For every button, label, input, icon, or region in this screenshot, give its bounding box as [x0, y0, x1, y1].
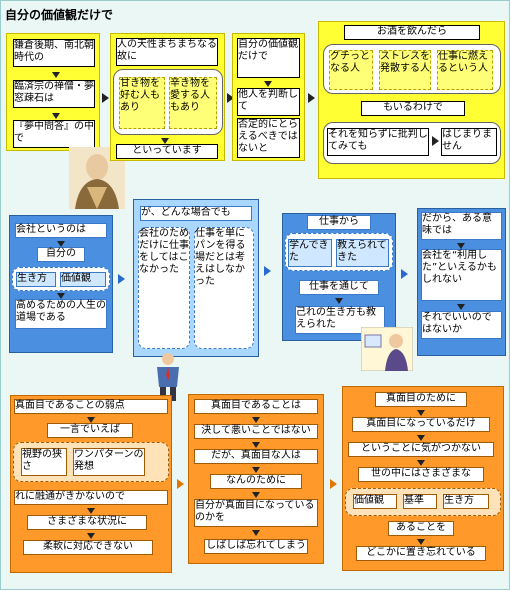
arrow-down-icon	[417, 435, 425, 441]
arrow-right-icon	[264, 266, 271, 276]
arrow-down-icon	[457, 304, 465, 310]
tag-standard: 基準	[403, 494, 437, 509]
label-self: 自分の	[37, 247, 85, 262]
tag-lifestyle: 生き方	[443, 494, 489, 509]
arrow-right-icon	[118, 274, 125, 284]
arrow-down-icon	[52, 72, 60, 78]
label-muchu: 『夢中問答』の中で	[13, 120, 95, 148]
label-judge: 他人を判断して	[237, 88, 300, 116]
label-however: が、どんな場合でも	[140, 206, 252, 221]
label-not-bad: 決して悪いことではない	[194, 424, 318, 439]
label-one-pattern: ワンパターンの発想	[73, 448, 145, 476]
label-rinzai: 臨済宗の禅僧・夢窓疎石は	[13, 80, 95, 108]
arrow-down-icon	[252, 530, 260, 536]
label-forget: しばしば忘れてしまう	[204, 539, 308, 554]
label-through-work: 仕事を通じて	[299, 280, 379, 295]
arrow-down-icon	[264, 81, 272, 87]
label-stress: ストレスを発散する人	[379, 50, 431, 90]
label-grumble: グチっとなる人	[329, 50, 373, 90]
arrow-down-icon	[161, 138, 169, 144]
label-own-values: 自分の価値観だけで	[237, 38, 300, 78]
arrow-down-icon	[252, 417, 260, 423]
label-its-fine: それでいいのではないか	[421, 311, 502, 339]
label-for-bread: 仕事を単にパンを得る場だとは考えはしなかった	[194, 227, 254, 349]
arrow-down-icon	[252, 442, 260, 448]
arrow-down-icon	[417, 460, 425, 466]
arrow-down-icon	[417, 410, 425, 416]
tag-lifestyle: 生き方	[16, 272, 56, 287]
label-narrow: 視野の狭さ	[21, 448, 67, 476]
label-being-serious: 真面目であることは	[194, 399, 318, 414]
label-company: 会社というのは	[15, 223, 107, 238]
arrow-right-icon	[177, 479, 184, 489]
label-from-work: 仕事から	[307, 215, 371, 230]
tag-values: 価値観	[60, 272, 106, 287]
arrow-down-icon	[57, 293, 65, 299]
label-taught: 教えられてきた	[336, 239, 389, 267]
arrow-right-icon	[432, 136, 439, 146]
arrow-right-icon	[401, 269, 408, 279]
label-exists: もいるわけで	[361, 101, 465, 116]
label-learned: 学んできた	[288, 239, 332, 267]
arrow-down-icon	[417, 539, 425, 545]
label-exploited: 会社を“利用した”といえるかもしれない	[421, 249, 502, 301]
label-drinking: お酒を飲んだら	[344, 25, 480, 40]
label-kamakura: 鎌倉後期、南北朝時代の	[13, 39, 95, 67]
arrow-down-icon	[252, 492, 260, 498]
label-denial: 否定的にとらえるべきではないと	[237, 118, 300, 158]
label-that-exists: あることを	[388, 521, 454, 536]
label-spicy: 辛き物を愛する人もあり	[169, 77, 217, 129]
label-situations: さまざまな状況に	[27, 515, 147, 530]
label-in-a-word: 一言でいえば	[47, 423, 133, 438]
arrow-down-icon	[252, 467, 260, 473]
label-sweet: 甘き物を好む人もあり	[119, 77, 165, 129]
label-saying: といっています	[116, 144, 218, 159]
page-title: 自分の価値観だけで	[5, 8, 114, 22]
arrow-down-icon	[335, 298, 343, 304]
label-forgotten: どこかに置き忘れている	[356, 546, 486, 561]
arrow-right-icon	[308, 93, 315, 103]
label-for-seriousness: 真面目のために	[375, 392, 467, 407]
label-world-various: 世の中にはさまざまな	[358, 467, 484, 482]
arrow-down-icon	[57, 241, 65, 247]
arrow-right-icon	[330, 479, 337, 489]
label-work-passion: 仕事に燃えるという人	[437, 50, 493, 90]
teacher-portrait-icon	[361, 327, 413, 371]
label-inflexible: れに融通がきかないので	[14, 490, 168, 505]
label-human-nature: 人の天性まちまちなる故に	[116, 38, 218, 66]
arrow-down-icon	[87, 508, 95, 514]
label-beginning: はじまりません	[441, 128, 497, 156]
label-for-company: 会社のためだけに仕事をしてはこなかった	[138, 227, 190, 349]
businessman-icon	[157, 353, 179, 401]
arrow-down-icon	[87, 533, 95, 539]
arrow-right-icon	[227, 93, 234, 103]
label-why-serious: 自分が真面目になっているのかを	[194, 499, 318, 527]
label-but-serious: だが、真面目な人は	[194, 449, 318, 464]
label-cannot-adapt: 柔軟に対応できない	[23, 540, 153, 555]
arrow-down-icon	[87, 417, 95, 423]
label-not-noticing: ということに気がつかない	[348, 442, 494, 457]
label-weakness: 真面目であることの弱点	[14, 399, 168, 414]
arrow-right-icon	[102, 93, 109, 103]
label-unknowing: それを知らずに批判してみても	[327, 128, 429, 156]
label-therefore: だから、ある意味では	[421, 212, 502, 240]
arrow-down-icon	[52, 113, 60, 119]
label-dojo: 高めるための人生の道場である	[15, 299, 107, 329]
label-only-serious: 真面目になっているだけ	[352, 417, 490, 432]
label-for-what: なんのために	[210, 474, 302, 489]
arrow-down-icon	[457, 243, 465, 249]
tag-values: 価値観	[353, 494, 397, 509]
